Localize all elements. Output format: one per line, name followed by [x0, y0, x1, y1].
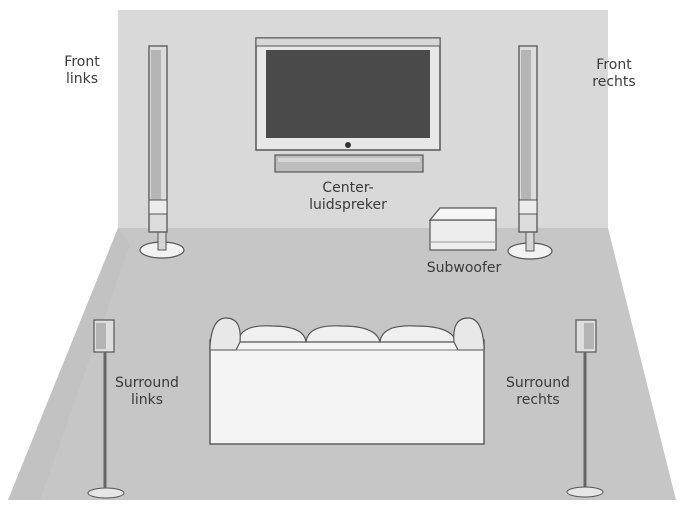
sofa-right-arm [453, 317, 485, 351]
sofa-left-arm [209, 317, 241, 351]
label-center-speaker: Center- luidspreker [298, 180, 398, 214]
label-front-left-line2: links [65, 71, 99, 87]
television [255, 37, 441, 151]
label-surround-left-line2: links [130, 392, 164, 408]
surround-right-base [566, 486, 604, 498]
tv-screen [266, 50, 430, 138]
label-front-right: Front rechts [578, 57, 650, 91]
label-subwoofer: Subwoofer [414, 260, 514, 277]
tv-power-light [345, 142, 351, 148]
front-right-speaker [507, 45, 553, 260]
subwoofer-front [429, 219, 497, 251]
sofa-back-cushion-1 [237, 325, 307, 343]
sofa-body [209, 339, 485, 445]
label-surround-right-line2: rechts [516, 392, 560, 408]
surround-right-speaker [566, 319, 604, 498]
label-front-left-line1: Front [64, 54, 100, 70]
subwoofer [428, 207, 497, 251]
label-surround-left: Surround links [104, 375, 190, 409]
center-speaker-body [274, 154, 424, 173]
surround-left-base [87, 487, 125, 499]
floor-shade-left [8, 228, 130, 500]
sofa [209, 317, 485, 445]
sofa-back-cushion-2 [305, 325, 381, 343]
center-speaker [274, 154, 424, 173]
label-surround-right-line1: Surround [506, 375, 570, 391]
label-surround-right: Surround rechts [494, 375, 582, 409]
label-subwoofer-line1: Subwoofer [426, 260, 502, 276]
label-front-right-line2: rechts [592, 74, 636, 90]
label-front-left: Front links [50, 54, 114, 88]
tv-top-bar [255, 37, 441, 47]
subwoofer-top [428, 207, 497, 221]
label-center-line2: luidspreker [309, 197, 387, 213]
label-center-line1: Center- [322, 180, 374, 196]
label-front-right-line1: Front [596, 57, 632, 73]
label-surround-left-line1: Surround [115, 375, 179, 391]
front-left-speaker [139, 45, 185, 259]
surround-left-speaker [87, 319, 125, 499]
